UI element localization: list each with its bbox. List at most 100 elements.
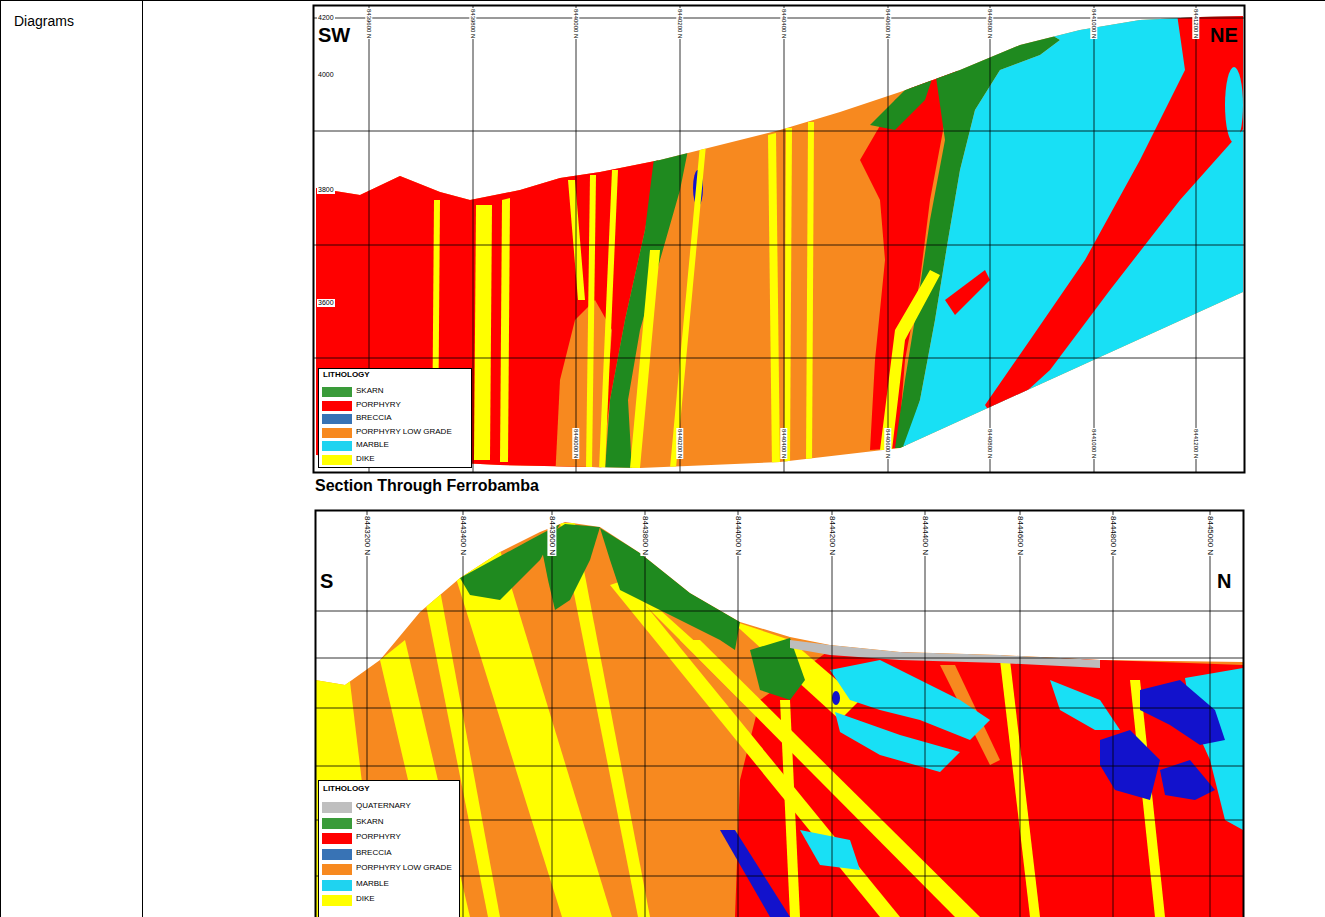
legend-swatch [322,414,352,424]
grid-coordinate: 8444800 N [1109,515,1118,556]
breccia-body [1100,730,1160,800]
table-rule [0,0,1325,1]
legend-swatch [322,864,352,875]
grid-coordinate: 8443400 N [459,515,468,556]
legend-label: DIKE [356,455,375,464]
legend-heading: LITHOLOGY [323,785,370,794]
cell-heading: Diagrams [14,14,74,29]
dike [880,270,940,450]
grid-line [925,510,926,917]
legend-swatch [322,428,352,438]
section-frame [314,6,1245,473]
grid-line [990,5,991,472]
direction-label: NE [1210,24,1238,46]
elevation-label: 3800 [317,186,335,194]
legend-label: BRECCIA [356,414,392,423]
skarn-body [870,70,935,130]
elevation-label: 4200 [317,14,335,22]
legend-swatch [322,818,352,829]
grid-line [313,245,1244,246]
marble-body [1225,67,1243,143]
grid-coordinate: 8441000 N [1091,428,1098,459]
legend-swatch [322,441,352,451]
porphyry-body [985,0,1260,420]
legend-swatch [322,387,352,397]
grid-line [738,510,739,917]
grid-coordinate: 8440600 N [885,8,892,39]
grid-line [888,5,889,472]
dike [670,145,706,468]
grid-line [463,510,464,917]
legend-label: PORPHYRY LOW GRADE [356,864,452,873]
grid-line [315,708,1243,709]
section-title: Section Through Ferrobamba [315,477,539,495]
legend-label: MARBLE [356,441,389,450]
marble-body [835,712,960,772]
grid-line [1196,5,1197,472]
grid-coordinate: 8439800 N [470,8,477,39]
grid-line [315,658,1243,659]
grid-coordinate: 8440000 N [573,8,580,39]
legend-swatch [322,401,352,411]
grid-line [1020,510,1021,917]
legend-swatch [322,833,352,844]
direction-label: S [320,570,333,592]
direction-label: N [1217,570,1231,592]
legend-heading: LITHOLOGY [323,371,370,380]
dike [784,128,792,468]
grid-line [645,510,646,917]
legend-label: PORPHYRY [356,833,401,842]
breccia-body [720,830,790,917]
grid-coordinate: 8441200 N [1193,428,1200,459]
marble-body [900,0,1260,455]
grid-line [315,611,1243,612]
grid-coordinate: 8444200 N [828,515,837,556]
grid-coordinate: 8444000 N [734,515,743,556]
legend-swatch [322,849,352,860]
porphyry-low-grade-body [300,0,1260,480]
grid-coordinate: 8440000 N [573,428,580,459]
dike [599,170,618,470]
table-rule [142,0,143,917]
grid-line [1210,510,1211,917]
grid-coordinate: 8440400 N [781,428,788,459]
grid-coordinate: 8445000 N [1206,515,1215,556]
legend-label: SKARN [356,387,384,396]
skarn-body [600,528,740,650]
dike [780,700,800,917]
grid-line [1113,510,1114,917]
legend-label: PORPHYRY [356,401,401,410]
legend-label: PORPHYRY LOW GRADE [356,428,452,437]
grid-line [313,358,1244,359]
grid-coordinate: 8440800 N [987,8,994,39]
porphyry-body [300,0,660,480]
grid-coordinate: 8444400 N [921,515,930,556]
elevation-label: 3600 [317,299,335,307]
grid-coordinate: 8440600 N [885,428,892,459]
breccia-body [1140,680,1225,745]
grid-coordinate: 8441200 N [1193,8,1200,39]
quaternary-cover [790,640,1100,668]
dike [586,175,596,468]
dike [610,580,900,917]
grid-coordinate: 8440200 N [677,8,684,39]
marble-body [1050,680,1120,730]
grid-line [680,5,681,472]
section-frame [316,511,1244,917]
legend-swatch [322,802,352,813]
grid-coordinate: 8440800 N [987,428,994,459]
grid-line [313,18,1244,19]
grid-line [552,510,553,917]
breccia-body [832,691,840,705]
elevation-label: 4000 [317,71,335,79]
legend-label: MARBLE [356,880,389,889]
grid-coordinate: 8439600 N [366,8,373,39]
dike [474,205,492,460]
direction-label: SW [318,24,350,46]
legend-swatch [322,455,352,465]
legend-label: QUATERNARY [356,802,411,811]
grid-coordinate: 8440400 N [781,8,788,39]
grid-line [1094,5,1095,472]
